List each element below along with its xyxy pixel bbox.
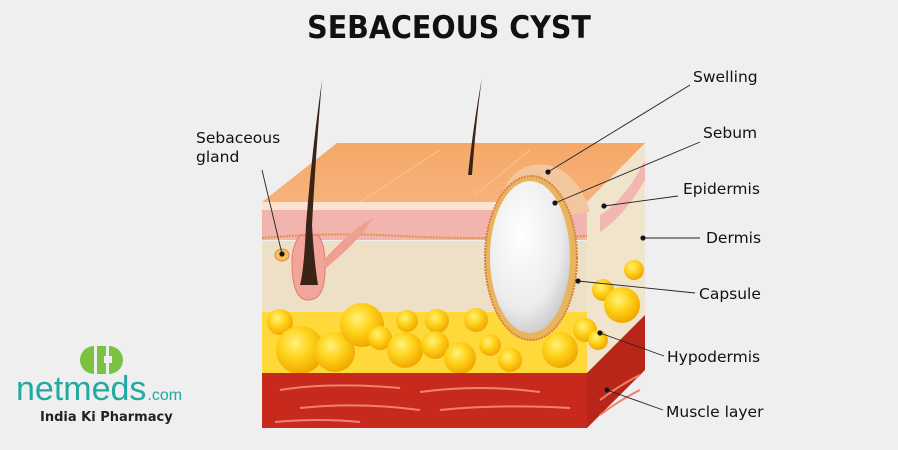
page-title: SEBACEOUS CYST <box>307 10 591 46</box>
label-sebaceous-gland-2: gland <box>196 148 240 166</box>
netmeds-cross-logo <box>80 346 123 374</box>
muscle-layer <box>262 373 587 428</box>
fat-cells <box>267 260 644 374</box>
logo-wordmark: netmeds .com <box>16 372 182 406</box>
epidermis-layer <box>262 202 587 210</box>
label-epidermis: Epidermis <box>683 180 760 198</box>
label-hypodermis: Hypodermis <box>667 348 761 366</box>
label-capsule: Capsule <box>699 285 761 303</box>
label-sebum: Sebum <box>703 124 758 142</box>
leader-lines <box>261 84 701 411</box>
hair-2 <box>468 78 482 175</box>
netmeds-logo: netmeds .com India Ki Pharmacy <box>16 372 182 425</box>
label-swelling: Swelling <box>693 68 758 86</box>
logo-tagline: India Ki Pharmacy <box>40 410 173 425</box>
label-sebaceous-gland: Sebaceous <box>196 129 281 147</box>
label-muscle-layer: Muscle layer <box>666 403 764 421</box>
logo-suffix: .com <box>147 387 183 404</box>
sebum-cyst <box>490 181 570 333</box>
hair <box>300 80 322 285</box>
logo-brand: netmeds <box>16 370 147 408</box>
epidermis-top-face <box>262 143 645 202</box>
arrector-muscle <box>322 218 373 268</box>
label-dermis: Dermis <box>706 229 762 247</box>
muscle-fibers <box>274 374 641 423</box>
